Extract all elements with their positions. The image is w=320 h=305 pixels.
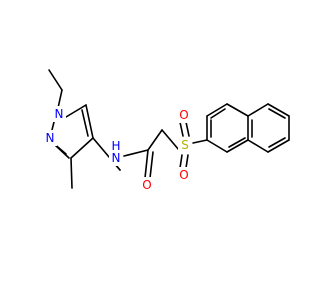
bond-naph-a5	[206, 103, 228, 117]
bond-naph-a2	[226, 139, 249, 153]
bond-ethyl-n1	[57, 89, 63, 109]
bond-s-o-bottom	[179, 154, 183, 169]
bond-naph-a5-double	[210, 108, 226, 119]
bond-naph-b4-double	[268, 137, 286, 148]
background	[0, 0, 300, 300]
bond-naph-a1	[206, 139, 228, 153]
amide-hydrogen-label: H	[111, 139, 120, 153]
bond-carbonyl-ch2	[147, 129, 163, 151]
carbonyl-oxygen-label: O	[142, 178, 151, 192]
bond-s-o-top-double	[185, 121, 190, 137]
bond-s-o-top	[179, 121, 184, 137]
bond-naph-b2-double	[268, 108, 286, 119]
bond-n2-n1	[51, 121, 55, 131]
bond-c4-c3	[70, 137, 94, 159]
bond-c5-c4-double	[81, 109, 89, 137]
sulfur-label: S	[181, 138, 189, 152]
bond-s-naphthyl	[192, 139, 208, 144]
bond-ethyl-ch3	[48, 69, 63, 91]
bond-naph-b5	[247, 139, 269, 153]
sulfonyl-oxygen-bottom-label: O	[179, 168, 188, 182]
bond-carbonyl-o-double	[149, 151, 154, 179]
bond-naph-b1	[247, 103, 269, 117]
bond-s-o-bottom-double	[185, 154, 189, 169]
structure-diagram: N N N H O S O O	[0, 0, 300, 300]
bond-ch2-ch2	[161, 129, 180, 151]
nitrogen-n1-label: N	[55, 107, 64, 121]
bonds	[48, 69, 290, 189]
bond-c3-methyl	[70, 157, 73, 189]
bond-nh-carbonyl	[123, 149, 149, 157]
atom-labels: N N N H O S O O	[43, 106, 192, 193]
bond-n1-c5	[65, 104, 87, 118]
bond-carbonyl-o	[144, 149, 149, 179]
bond-naph-b4	[267, 139, 290, 153]
molecule-canvas: N N N H O S O O	[0, 0, 300, 300]
nitrogen-n2-label: N	[46, 131, 55, 145]
bond-naph-a4	[226, 103, 249, 117]
bond-naph-a2-double	[228, 137, 246, 148]
bond-naph-b2	[267, 103, 290, 117]
sulfonyl-oxygen-top-label: O	[179, 108, 188, 122]
amide-nitrogen-label: N	[112, 151, 121, 165]
bond-c5-c4	[85, 104, 94, 139]
